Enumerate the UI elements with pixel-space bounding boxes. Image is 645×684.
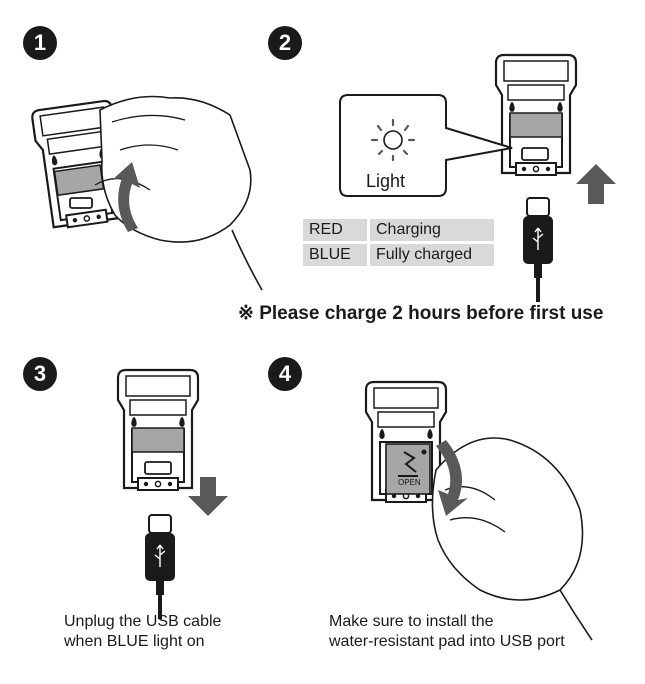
led-color: BLUE <box>303 244 370 266</box>
step-4-caption-line-2: water-resistant pad into USB port <box>329 633 565 650</box>
led-status: Fully charged <box>370 244 494 266</box>
light-callout-label: Light <box>366 171 406 191</box>
step-3-illustration <box>116 368 228 620</box>
step-3-badge: 3 <box>23 357 57 391</box>
led-status-table: RED Charging BLUE Fully charged <box>303 216 494 269</box>
step-1-badge: 1 <box>23 26 57 60</box>
led-status: Charging <box>370 219 494 241</box>
pad-open-label: OPEN <box>398 478 421 487</box>
step-4-badge: 4 <box>268 357 302 391</box>
step-4-caption-line-1: Make sure to install the <box>329 613 494 630</box>
led-row-blue: BLUE Fully charged <box>303 244 494 266</box>
led-color: RED <box>303 219 370 241</box>
charge-notice: ※ Please charge 2 hours before first use <box>238 303 604 324</box>
step-3-caption: Unplug the USB cable when BLUE light on <box>64 612 221 652</box>
step-2-illustration <box>339 53 616 303</box>
step-1-illustration <box>30 95 263 291</box>
step-4-illustration <box>364 380 593 641</box>
step-3-caption-line-1: Unplug the USB cable <box>64 613 222 630</box>
led-row-red: RED Charging <box>303 219 494 241</box>
step-3-caption-line-2: when BLUE light on <box>64 633 205 650</box>
step-2-badge: 2 <box>268 26 302 60</box>
step-4-caption: Make sure to install the water-resistant… <box>329 612 565 652</box>
